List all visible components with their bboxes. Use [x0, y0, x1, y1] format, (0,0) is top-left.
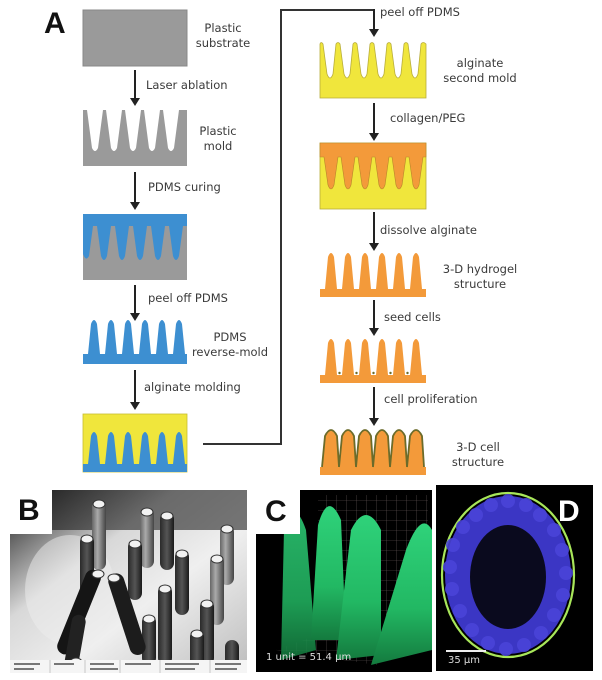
- panel-b-label-box: [10, 490, 52, 534]
- arrow-label-peel-off-pdms: peel off PDMS: [148, 291, 228, 305]
- label-line: Plastic: [204, 21, 242, 35]
- arrow-label-pdms-curing: PDMS curing: [148, 180, 221, 194]
- arrow-label-alginate-molding: alginate molding: [144, 380, 241, 394]
- arrow-down-icon: [369, 9, 379, 37]
- label-line: substrate: [195, 36, 251, 50]
- arrow-label-collagen-peg: collagen/PEG: [390, 111, 466, 125]
- arrow-down-icon: [130, 370, 140, 410]
- connector-line-horizontal-top: [280, 9, 375, 11]
- label-line: mold: [203, 139, 233, 153]
- pdms-reverse-mold-shape: [83, 320, 187, 364]
- plastic-mold-shape: [83, 110, 187, 166]
- alginate-second-mold-label: alginate second mold: [440, 56, 520, 86]
- arrow-label-laser-ablation: Laser ablation: [146, 78, 228, 92]
- scale-bar: [446, 650, 486, 652]
- panel-c-label-box: [256, 490, 300, 534]
- label-line: structure: [451, 455, 505, 469]
- label-line: Plastic: [199, 124, 237, 138]
- label-line: alginate: [456, 56, 504, 70]
- label-line: 3-D hydrogel: [442, 262, 518, 276]
- arrow-down-icon: [130, 172, 140, 210]
- panel-d-fluorescence-image: 35 µm: [436, 485, 593, 671]
- panel-b-sem-image: [10, 490, 247, 673]
- hydrogel-structure-label: 3-D hydrogel structure: [438, 262, 522, 292]
- arrow-down-icon: [369, 300, 379, 336]
- arrow-label-dissolve-alginate: dissolve alginate: [380, 223, 477, 237]
- arrow-down-icon: [130, 285, 140, 321]
- pdms-reverse-mold-label: PDMS reverse-mold: [190, 330, 270, 360]
- cell-structure-shape: [320, 429, 426, 475]
- label-line: 3-D cell: [456, 440, 500, 454]
- panel-c-scale-caption: 1 unit = 51.4 µm: [266, 652, 352, 663]
- collagen-filled-shape: [319, 142, 427, 210]
- arrow-down-icon: [369, 103, 379, 141]
- panel-d-scale-caption: 35 µm: [448, 655, 481, 666]
- panel-label-a: A: [44, 7, 66, 40]
- label-line: reverse-mold: [191, 345, 269, 359]
- connector-line-horizontal-bottom: [203, 443, 282, 445]
- arrow-down-icon: [130, 70, 140, 106]
- label-line: structure: [453, 277, 507, 291]
- alginate-molded-shape: [82, 413, 188, 473]
- plastic-substrate-label: Plastic substrate: [193, 21, 253, 51]
- hydrogel-structure-shape: [320, 253, 426, 297]
- arrow-label-seed-cells: seed cells: [384, 310, 441, 324]
- fluorescence-cross-section-graphic: [436, 485, 593, 671]
- label-line: second mold: [443, 71, 517, 85]
- arrow-label-cell-proliferation: cell proliferation: [384, 392, 478, 406]
- plastic-mold-label: Plastic mold: [193, 124, 243, 154]
- pdms-cured-shape: [83, 214, 187, 280]
- connector-line-vertical: [280, 9, 282, 445]
- label-line: PDMS: [213, 330, 247, 344]
- arrow-down-icon: [369, 212, 379, 251]
- panel-label-b: B: [18, 494, 40, 527]
- panel-label-c: C: [265, 495, 287, 528]
- arrow-label-peel-off-pdms-2: peel off PDMS: [380, 5, 460, 19]
- alginate-second-mold-shape: [319, 42, 427, 99]
- panel-label-d: D: [558, 495, 580, 528]
- seeded-structure-shape: [320, 339, 426, 383]
- cell-structure-label: 3-D cell structure: [448, 440, 508, 470]
- plastic-substrate-shape: [82, 9, 188, 67]
- arrow-down-icon: [369, 387, 379, 426]
